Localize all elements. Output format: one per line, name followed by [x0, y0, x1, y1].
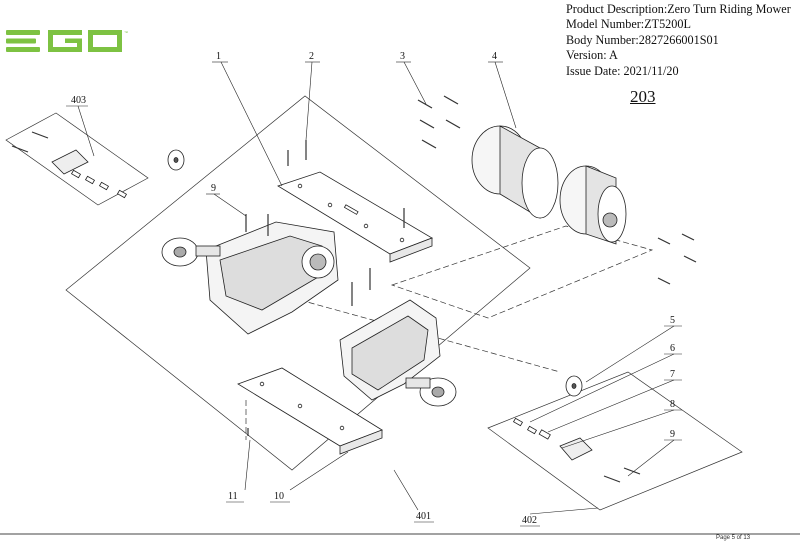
transaxle-left	[161, 221, 339, 335]
callout-8: 8	[670, 399, 675, 410]
drive-motor-pair	[471, 125, 627, 245]
model-number: Model Number:ZT5200L	[566, 17, 691, 32]
leader-underlines	[66, 61, 682, 527]
transaxle-right	[339, 299, 457, 407]
mounting-bracket-bottom	[237, 367, 383, 455]
version: Version: A	[566, 48, 618, 63]
callout-10: 10	[274, 491, 284, 502]
callout-2: 2	[309, 51, 314, 62]
kit-parts	[51, 149, 593, 461]
page-number: Page 5 of 13	[716, 535, 751, 541]
callout-6: 6	[670, 343, 675, 354]
callout-402: 402	[522, 515, 537, 526]
guide-line	[299, 299, 561, 373]
body-number: Body Number:2827266001S01	[566, 32, 719, 47]
kit-403-outline	[5, 112, 149, 206]
callout-7: 7	[670, 369, 675, 380]
callout-9-lower: 9	[670, 429, 675, 440]
mounting-bracket-top	[277, 171, 433, 263]
section-number: 203	[630, 87, 656, 106]
product-description: Product Description:Zero Turn Riding Mow…	[566, 2, 791, 16]
bolt-set	[11, 95, 697, 483]
leader-lines	[77, 61, 675, 515]
callout-401: 401	[416, 511, 431, 522]
callout-4: 4	[492, 51, 497, 62]
ego-logo: ™	[6, 30, 128, 52]
callout-1: 1	[216, 51, 221, 62]
assembly-401-outline	[65, 95, 531, 471]
callout-3: 3	[400, 51, 405, 62]
kit-402-outline	[487, 371, 743, 511]
callout-5: 5	[670, 315, 675, 326]
issue-date: Issue Date: 2021/11/20	[566, 63, 679, 78]
callout-11: 11	[228, 491, 238, 502]
callout-403: 403	[71, 95, 86, 106]
washer	[167, 149, 583, 397]
callout-9-upper: 9	[211, 183, 216, 194]
document-info: Product Description:Zero Turn Riding Mow…	[566, 2, 798, 79]
svg-text:™: ™	[124, 30, 128, 35]
guide-line	[390, 225, 654, 319]
